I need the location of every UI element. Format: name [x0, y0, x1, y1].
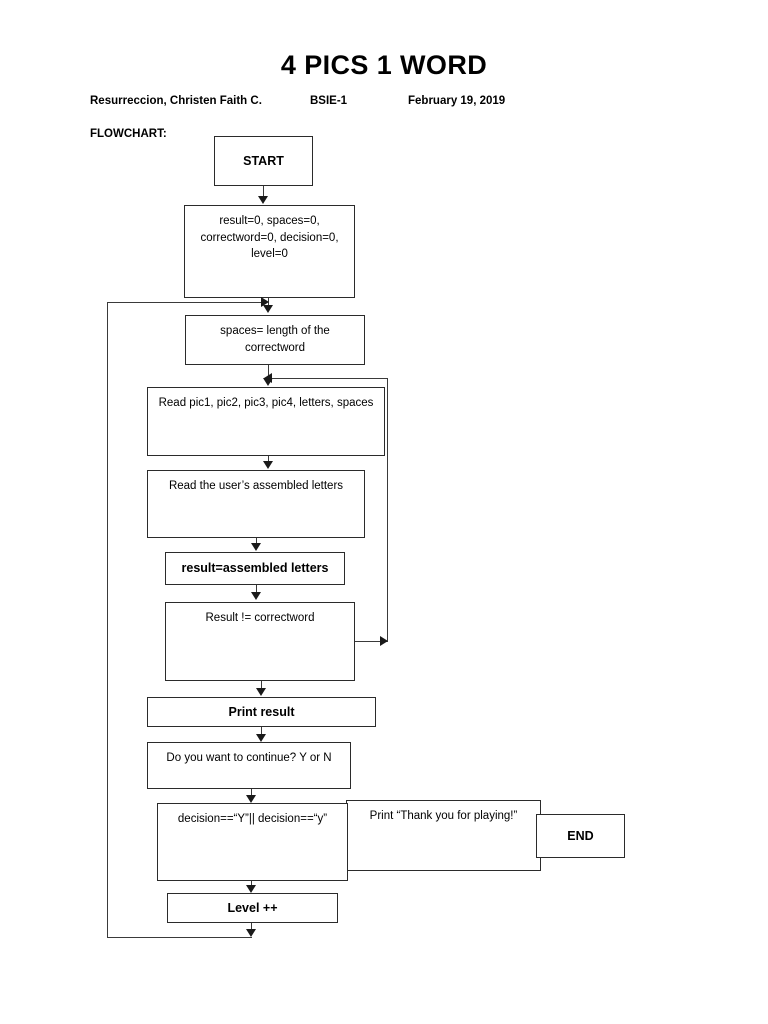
page-title: 4 PICS 1 WORD: [280, 50, 488, 80]
node-initialize-variables-label: result=0, spaces=0, correctword=0, decis…: [200, 215, 339, 261]
node-check-result-label: Result != correctword: [205, 612, 315, 624]
node-continue-question: Do you want to continue? Y or N: [147, 742, 351, 789]
edge-checkresult-to-printresult-arrowhead: [256, 688, 266, 696]
edge-retry-loop-top: [268, 378, 388, 380]
edge-retry-loop-bottom: [355, 641, 388, 643]
edge-readuser-to-resultassign-arrowhead: [251, 543, 261, 551]
edge-retry-loop-arrowhead: [264, 373, 272, 383]
edge-start-to-init: [263, 186, 265, 198]
edge-printresult-to-continueq: [261, 727, 263, 735]
edge-start-to-init-arrowhead: [258, 196, 268, 204]
node-initialize-variables: result=0, spaces=0, correctword=0, decis…: [184, 205, 355, 298]
edge-continueq-to-decisioncheck-arrowhead: [246, 795, 256, 803]
edge-printresult-to-continueq-arrowhead: [256, 734, 266, 742]
node-decision-check-label: decision==“Y”|| decision==“y”: [177, 813, 328, 825]
course-section: BSIE-1: [310, 95, 348, 107]
node-print-result-label: Print result: [228, 704, 295, 719]
node-end: END: [536, 814, 625, 858]
node-start-label: START: [243, 153, 284, 168]
node-print-thanks-label: Print “Thank you for playing!”: [369, 810, 518, 822]
edge-levelloop-stub: [251, 923, 253, 931]
node-read-pictures-label: Read pic1, pic2, pic3, pic4, letters, sp…: [158, 397, 374, 409]
edge-levelloop-top: [107, 302, 267, 304]
node-read-user-letters: Read the user’s assembled letters: [147, 470, 365, 538]
node-read-user-letters-label: Read the user’s assembled letters: [168, 480, 344, 492]
edge-levelloop-vertical: [107, 302, 109, 938]
node-spaces-length-label: spaces= length of the correctword: [220, 325, 330, 354]
author-name: Resurreccion, Christen Faith C.: [90, 95, 262, 107]
edge-readpics-to-readuser-arrowhead: [263, 461, 273, 469]
edge-resultassign-to-checkresult-arrowhead: [251, 592, 261, 600]
node-read-pictures: Read pic1, pic2, pic3, pic4, letters, sp…: [147, 387, 385, 456]
node-print-result: Print result: [147, 697, 376, 727]
node-level-increment: Level ++: [167, 893, 338, 923]
edge-levelloop-bottom: [107, 937, 252, 939]
node-result-assignment-label: result=assembled letters: [181, 561, 329, 576]
node-decision-check: decision==“Y”|| decision==“y”: [157, 803, 348, 881]
edge-readpics-to-readuser: [268, 456, 270, 463]
edge-continueq-to-decisioncheck: [251, 789, 253, 797]
node-start: START: [214, 136, 313, 186]
node-result-assignment: result=assembled letters: [165, 552, 345, 585]
node-continue-question-label: Do you want to continue? Y or N: [166, 752, 332, 764]
edge-decisioncheck-to-levelinc-arrowhead: [246, 885, 256, 893]
edge-checkresult-to-printresult: [261, 681, 263, 690]
edge-init-to-spaces-arrowhead: [263, 305, 273, 313]
node-spaces-length: spaces= length of the correctword: [185, 315, 365, 365]
flowchart-section-label: FLOWCHART:: [90, 128, 167, 140]
edge-retry-loop-outward-arrowhead: [380, 636, 388, 646]
edge-readuser-to-resultassign: [256, 538, 258, 544]
node-level-increment-label: Level ++: [227, 900, 278, 915]
document-date: February 19, 2019: [408, 95, 506, 107]
edge-decisioncheck-to-levelinc: [251, 881, 253, 887]
node-print-thanks: Print “Thank you for playing!”: [346, 800, 541, 871]
edge-retry-loop-vertical: [387, 378, 389, 642]
edge-resultassign-to-checkresult: [256, 585, 258, 593]
node-end-label: END: [567, 828, 594, 843]
edge-spaces-to-readpics: [268, 365, 270, 380]
edge-levelloop-arrowhead: [261, 297, 269, 307]
node-check-result: Result != correctword: [165, 602, 355, 681]
edge-levelloop-bottom-arrowhead: [246, 929, 256, 937]
